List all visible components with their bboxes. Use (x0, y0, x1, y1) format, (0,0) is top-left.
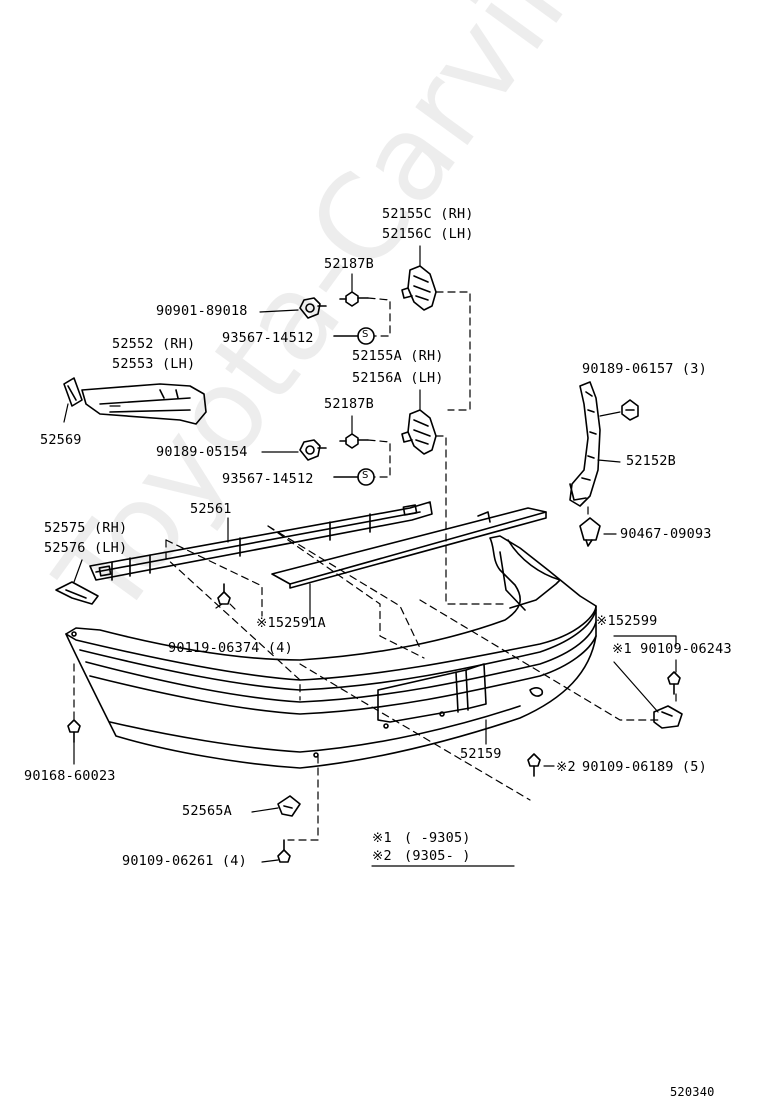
label-90189-06157: 90189-06157 (3) (582, 361, 707, 377)
label-52187B-lower: 52187B (324, 396, 374, 412)
side-support-shape (569, 381, 601, 507)
label-52591A: ※152591A (256, 615, 326, 631)
lower-bracket-shape (401, 409, 437, 455)
label-52575: 52575 (RH) (44, 520, 128, 536)
bolt-upper-shape (299, 297, 327, 319)
label-90119-06374: 90119-06374 (4) (168, 640, 293, 656)
label-52565A: 52565A (182, 803, 232, 819)
label-90109-06261: 90109-06261 (4) (122, 853, 247, 869)
bumper-cover-shape (65, 535, 597, 769)
label-52561: 52561 (190, 501, 232, 517)
label-90109-06189: 90109-06189 (5) (582, 759, 707, 775)
label-52599: ※152599 (596, 613, 658, 629)
clip-lower-shape (339, 433, 369, 449)
upper-bracket-shape (401, 265, 437, 311)
screw-90168-60023-shape (67, 719, 81, 743)
label-52155A: 52155A (RH) (352, 348, 444, 364)
label-screw2-mark: ※2 (556, 759, 576, 775)
leader-lines (63, 245, 677, 863)
reflector-pad-shape (63, 377, 83, 407)
screw-90109-06189-shape (527, 753, 541, 777)
s-mark-upper: S (362, 329, 369, 340)
legend-row1-range: ( -9305) (404, 830, 471, 846)
label-52156A: 52156A (LH) (352, 370, 444, 386)
clip-upper-shape (339, 291, 369, 307)
s-mark-lower: S (362, 470, 369, 481)
legend-row2-mark: ※2 (372, 848, 392, 864)
label-90168-60023: 90168-60023 (24, 768, 116, 784)
label-52155C: 52155C (RH) (382, 206, 474, 222)
label-52187B-upper: 52187B (324, 256, 374, 272)
label-90901-89018: 90901-89018 (156, 303, 248, 319)
label-52553: 52553 (LH) (112, 356, 196, 372)
label-93567-14512-upper: 93567-14512 (222, 330, 314, 346)
label-52159: 52159 (460, 746, 502, 762)
grommet-shape (579, 517, 601, 547)
reinforcement-shape (89, 501, 433, 581)
label-90189-05154: 90189-05154 (156, 444, 248, 460)
label-52156C: 52156C (LH) (382, 226, 474, 242)
label-93567-14512-lower: 93567-14512 (222, 471, 314, 487)
screw-90109-06261-shape (277, 839, 291, 863)
dashed-lines (73, 291, 677, 841)
label-52569: 52569 (40, 432, 82, 448)
absorber-shape (271, 507, 547, 589)
label-90467-09093: 90467-09093 (620, 526, 712, 542)
bolt-lower-shape (299, 439, 327, 461)
label-52552: 52552 (RH) (112, 336, 196, 352)
retainer-clip-shape (621, 399, 639, 421)
side-bracket-shape (55, 581, 99, 605)
screw-90109-06243-shape (667, 671, 681, 695)
bolt-90119-06374-shape (217, 583, 231, 605)
figure-code: 520340 (670, 1085, 715, 1099)
label-90109-06243: ※1 90109-06243 (612, 641, 732, 657)
reflector-shape (81, 383, 207, 425)
bracket-52565A-shape (277, 795, 301, 817)
label-52576: 52576 (LH) (44, 540, 128, 556)
lower-support-shape (653, 705, 683, 729)
label-52152B: 52152B (626, 453, 676, 469)
legend-row2-range: (9305- ) (404, 848, 471, 864)
legend-row1-mark: ※1 (372, 830, 392, 846)
